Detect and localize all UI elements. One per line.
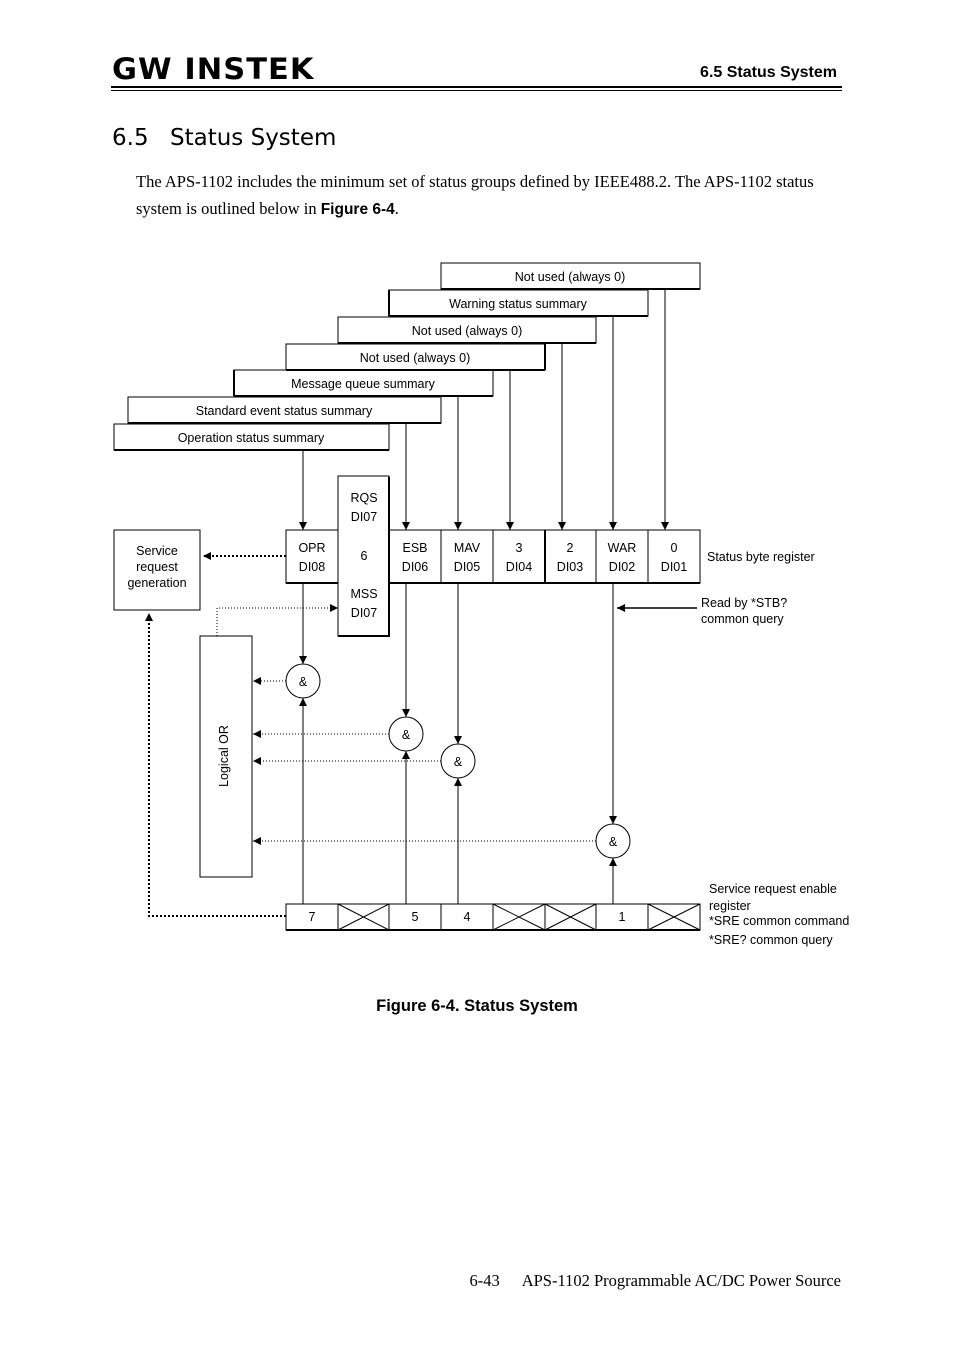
stb-read-label-2: common query	[701, 612, 784, 626]
sb-cell-2-bit: DI03	[557, 560, 583, 574]
section-number: 6.5	[112, 125, 149, 151]
logical-or-box: Logical OR	[199, 635, 253, 878]
figure-caption: Figure 6-4. Status System	[376, 997, 578, 1015]
figure-reference: Figure 6-4	[320, 201, 395, 218]
summary-label-bit1: Warning status summary	[449, 297, 588, 311]
summary-label-bit2: Not used (always 0)	[412, 324, 522, 338]
intro-text-end: .	[394, 199, 399, 218]
section-title: Status System	[170, 125, 337, 151]
intro-text: The APS-1102 includes the minimum set of…	[136, 172, 814, 218]
sb-cell-2: 2	[567, 541, 574, 555]
and-gate-mav: &	[454, 755, 463, 769]
and-to-or-dotted	[253, 677, 596, 845]
footer-product: APS-1102 Programmable AC/DC Power Source	[521, 1271, 841, 1290]
header-rule-thin	[111, 90, 842, 91]
status-byte-register	[285, 475, 701, 637]
stb-read-arrow: Read by *STB? common query	[617, 596, 787, 626]
summary-label-bit3: Not used (always 0)	[360, 351, 470, 365]
footer-page-number: 6-43	[469, 1271, 500, 1290]
svg-text:generation: generation	[127, 576, 186, 590]
sb-cell-war-bit: DI02	[609, 560, 635, 574]
rqs-bit: DI07	[351, 510, 377, 524]
logical-or-label: Logical OR	[217, 725, 231, 787]
sre-cell-7: 7	[309, 910, 316, 924]
status-to-and-arrows	[299, 583, 617, 824]
and-gates: & & & &	[285, 663, 631, 859]
section-heading: 6.5 Status System	[112, 125, 336, 151]
summary-labels: Not used (always 0) Warning status summa…	[178, 270, 626, 445]
summary-label-bit0: Not used (always 0)	[515, 270, 625, 284]
header-rule	[111, 86, 842, 88]
sre-labels: Service request enable register *SRE com…	[709, 882, 849, 947]
sre-cell-1: 1	[619, 910, 626, 924]
stb-read-label: Read by *STB?	[701, 596, 787, 610]
svg-text:register: register	[709, 899, 751, 913]
sre-to-srq-dotted	[145, 613, 286, 917]
sb-cell-war: WAR	[608, 541, 637, 555]
mss-bit: DI07	[351, 606, 377, 620]
header-section-title: 6.5 Status System	[700, 64, 837, 81]
gw-instek-logo: GW INSTEK	[112, 52, 315, 86]
summary-label-bit7: Operation status summary	[178, 431, 325, 445]
or-to-mss-dotted	[216, 604, 338, 636]
and-gate-opr: &	[299, 675, 308, 689]
sb-cell-esb: ESB	[402, 541, 427, 555]
sb-cell-opr-bit: DI08	[299, 560, 325, 574]
svg-text:*SRE? common query: *SRE? common query	[709, 933, 833, 947]
sb-cell-0: 0	[671, 541, 678, 555]
sre-cell-5: 5	[412, 910, 419, 924]
service-request-generation: Service request generation	[113, 529, 201, 611]
and-gate-esb: &	[402, 728, 411, 742]
svg-text:Service request enable: Service request enable	[709, 882, 837, 896]
sb-cell-0-bit: DI01	[661, 560, 687, 574]
summary-label-bit5: Standard event status summary	[196, 404, 373, 418]
rqs-bit-number: 6	[361, 549, 368, 563]
sb-cell-esb-bit: DI06	[402, 560, 428, 574]
sb-cell-mav: MAV	[454, 541, 481, 555]
sre-register: 7 5 4 1	[285, 903, 701, 931]
rqs-label: RQS	[350, 491, 377, 505]
and-gate-war: &	[609, 835, 618, 849]
sb-cell-3-bit: DI04	[506, 560, 532, 574]
summary-arrows	[299, 289, 669, 530]
summary-label-bit4: Message queue summary	[291, 377, 436, 391]
page-footer: 6-43 APS-1102 Programmable AC/DC Power So…	[469, 1271, 841, 1291]
mss-label: MSS	[350, 587, 377, 601]
status-byte-register-label: Status byte register	[707, 550, 815, 564]
status-byte-cells: OPR DI08 ESB DI06 MAV DI05 3 DI04 2 DI03…	[298, 491, 687, 620]
svg-text:*SRE common command: *SRE common command	[709, 914, 849, 928]
sb-cell-3: 3	[516, 541, 523, 555]
intro-paragraph: The APS-1102 includes the minimum set of…	[136, 168, 856, 223]
sre-cell-4: 4	[464, 910, 471, 924]
summary-boxes	[113, 262, 701, 451]
sb-cell-opr: OPR	[298, 541, 325, 555]
sb-cell-mav-bit: DI05	[454, 560, 480, 574]
svg-text:request: request	[136, 560, 178, 574]
svg-text:Service: Service	[136, 544, 178, 558]
